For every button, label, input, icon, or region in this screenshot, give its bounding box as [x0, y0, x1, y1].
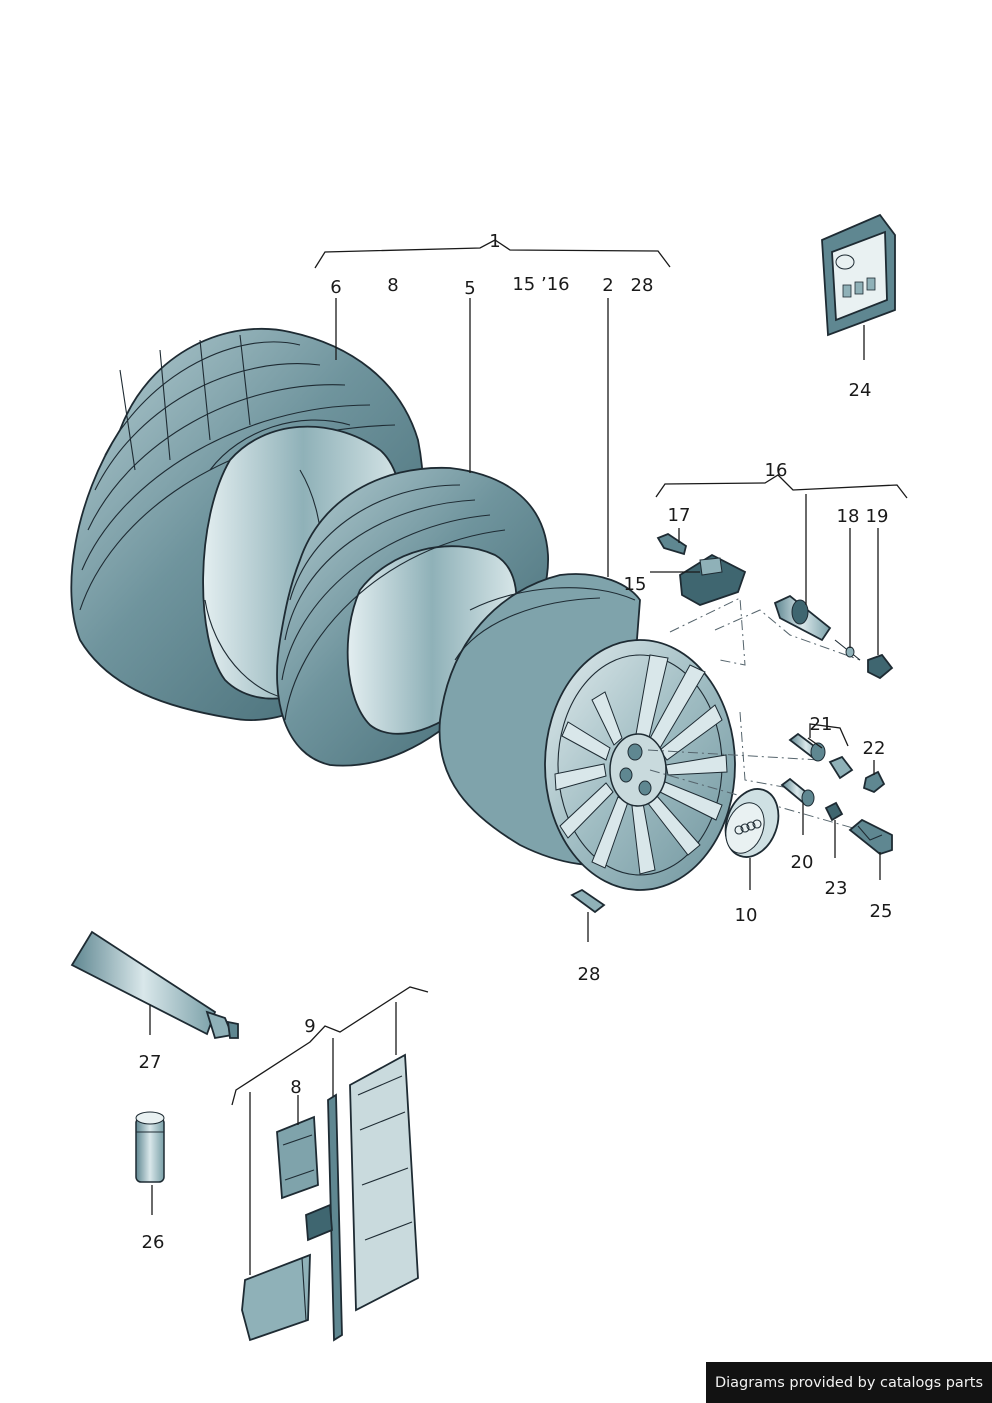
callout-21: 21	[810, 714, 833, 735]
wheel-bolt-21	[788, 732, 854, 780]
valve-kit-package-24	[821, 213, 896, 337]
callout-24: 24	[849, 380, 872, 401]
inflator-can-26	[135, 1111, 165, 1183]
callout-28-top: 28	[631, 275, 654, 296]
locking-nut-22	[862, 770, 886, 794]
callout-18: 18	[837, 506, 860, 527]
bracket-1	[314, 239, 671, 269]
valve-cap-19	[867, 653, 894, 680]
callout-9: 9	[304, 1016, 315, 1037]
wheel-bolt-20	[780, 777, 815, 807]
valve-core-18	[834, 639, 861, 661]
bracket-16	[655, 474, 908, 499]
callout-16: 16	[765, 460, 788, 481]
bracket-9	[231, 986, 429, 1106]
callout-27: 27	[139, 1052, 162, 1073]
valve-stem-16	[773, 594, 832, 642]
wheel-rim-2	[438, 573, 736, 891]
callout-28-bottom: 28	[578, 964, 601, 985]
callout-8-bottom: 8	[290, 1077, 301, 1098]
hub-cap-10	[724, 788, 780, 858]
footer-credit-bar: Diagrams provided by catalogs parts	[706, 1362, 992, 1403]
callout-15-16: 15 ’16	[512, 274, 569, 295]
callout-17: 17	[668, 505, 691, 526]
callout-5: 5	[464, 278, 475, 299]
callout-10: 10	[735, 905, 758, 926]
callouts: 1 6 8 5 15 ’16 2 28 24 16 17 18 19 15 21…	[139, 231, 893, 1253]
repair-strip	[305, 1093, 343, 1342]
callout-19: 19	[866, 506, 889, 527]
callout-23: 23	[825, 878, 848, 899]
callout-20: 20	[791, 852, 814, 873]
tpms-sensor-15	[679, 553, 747, 606]
callout-2: 2	[602, 275, 613, 296]
audi-rings-icon	[734, 819, 762, 835]
scraper-tool	[241, 1253, 311, 1342]
callout-22: 22	[863, 738, 886, 759]
callout-26: 26	[142, 1232, 165, 1253]
instruction-sheet	[349, 1053, 419, 1312]
sealant-pouch-8	[276, 1115, 319, 1200]
cap-23	[824, 801, 844, 822]
callout-6: 6	[330, 277, 341, 298]
callout-25: 25	[870, 901, 893, 922]
callout-1: 1	[489, 231, 500, 252]
removal-tool-25	[848, 818, 893, 856]
screw-17	[656, 532, 688, 556]
footer-credit-text: Diagrams provided by catalogs parts	[714, 1374, 984, 1391]
callout-8-top: 8	[387, 275, 398, 296]
balance-weight-28	[570, 888, 606, 914]
callout-15: 15	[624, 574, 647, 595]
sealant-tube-27	[70, 930, 239, 1040]
